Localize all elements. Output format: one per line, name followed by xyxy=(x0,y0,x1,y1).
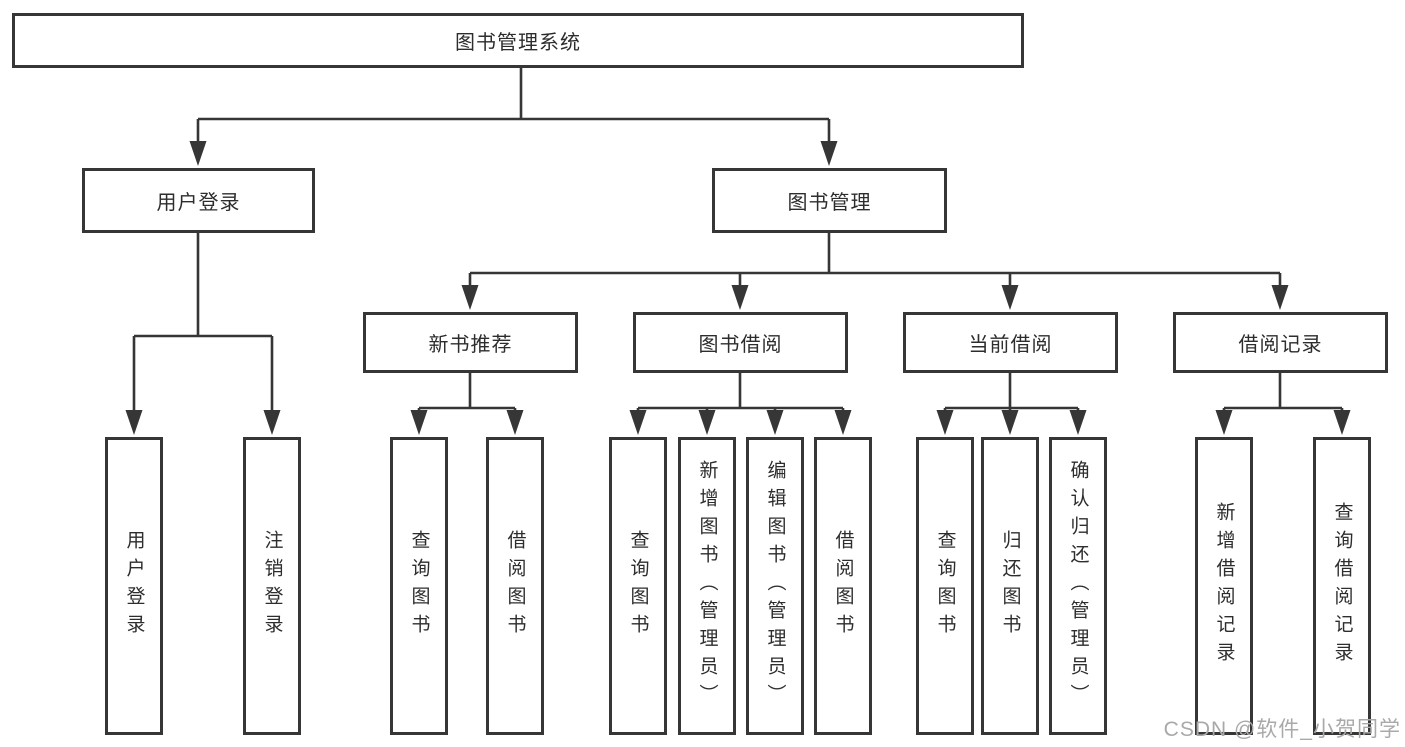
leaf-borrow-books-recommend: 借阅图书 xyxy=(486,437,544,735)
leaf-label: 归还图书 xyxy=(999,530,1021,642)
node-borrow-records: 借阅记录 xyxy=(1173,312,1388,373)
leaf-query-books-borrow: 查询图书 xyxy=(609,437,667,735)
leaf-label: 新增图书（管理员） xyxy=(696,460,718,712)
leaf-label: 查询图书 xyxy=(408,530,430,642)
leaf-query-books-recommend: 查询图书 xyxy=(390,437,448,735)
leaf-label: 注销登录 xyxy=(261,530,283,642)
leaf-label: 新增借阅记录 xyxy=(1213,502,1235,670)
leaf-label: 用户登录 xyxy=(123,530,145,642)
leaf-label: 查询图书 xyxy=(627,530,649,642)
node-book-management-module: 图书管理 xyxy=(712,168,947,233)
leaf-label: 借阅图书 xyxy=(832,530,854,642)
node-book-borrow: 图书借阅 xyxy=(633,312,848,373)
leaf-label: 查询借阅记录 xyxy=(1331,502,1353,670)
leaf-confirm-return-admin: 确认归还（管理员） xyxy=(1049,437,1107,735)
leaf-label: 借阅图书 xyxy=(504,530,526,642)
leaf-user-login: 用户登录 xyxy=(105,437,163,735)
leaf-query-borrow-record: 查询借阅记录 xyxy=(1313,437,1371,735)
leaf-edit-books-admin: 编辑图书（管理员） xyxy=(746,437,804,735)
leaf-logout: 注销登录 xyxy=(243,437,301,735)
node-current-borrow: 当前借阅 xyxy=(903,312,1118,373)
leaf-label: 确认归还（管理员） xyxy=(1067,460,1089,712)
leaf-return-books: 归还图书 xyxy=(981,437,1039,735)
arrowheads xyxy=(125,141,1351,435)
leaf-add-books-admin: 新增图书（管理员） xyxy=(678,437,736,735)
node-user-login-module: 用户登录 xyxy=(82,168,315,233)
leaf-query-books-current: 查询图书 xyxy=(916,437,974,735)
leaf-borrow-books: 借阅图书 xyxy=(814,437,872,735)
leaf-label: 编辑图书（管理员） xyxy=(764,460,786,712)
leaf-label: 查询图书 xyxy=(934,530,956,642)
connector-lines xyxy=(132,68,1344,413)
leaf-add-borrow-record: 新增借阅记录 xyxy=(1195,437,1253,735)
node-root-system: 图书管理系统 xyxy=(12,13,1024,68)
node-new-book-recommend: 新书推荐 xyxy=(363,312,578,373)
csdn-watermark: CSDN @软件_小贺同学 xyxy=(1163,718,1401,741)
